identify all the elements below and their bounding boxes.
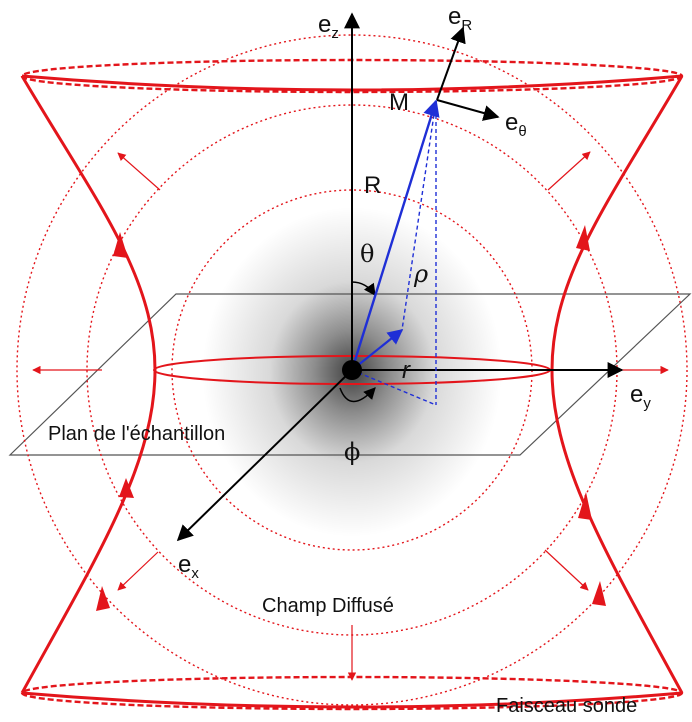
beam-left-edge (20, 75, 157, 694)
label-etheta: eθ (505, 109, 527, 140)
beam-arrow-left-upper (113, 232, 128, 258)
scatter-arrow-lower-left (117, 551, 159, 591)
beam-arrow-right-upper (576, 225, 590, 251)
sample-origin-dot (342, 360, 362, 380)
beam-arrow-right-bottom (592, 581, 606, 606)
label-scattered-field: Champ Diffusé (262, 595, 394, 617)
scatter-arrow-upper-right (547, 151, 591, 191)
label-probe-beam: Faisceau sonde (496, 695, 637, 717)
beam-arrow-right-lower (578, 492, 592, 520)
axis-etheta (436, 99, 500, 121)
label-ey: ey (630, 381, 651, 412)
beam-bottom-solid-front (21, 691, 683, 709)
label-M: M (389, 89, 409, 116)
label-rho: ρ (413, 260, 428, 288)
axis-ex (176, 369, 353, 542)
label-R: R (364, 172, 381, 199)
scatter-arrow-lower-right (544, 549, 589, 591)
projection-rho-line (401, 100, 437, 331)
vector-R (350, 99, 440, 371)
vector-r (351, 329, 404, 371)
sample-plane (8, 293, 692, 456)
label-ez: ez (318, 11, 339, 42)
label-theta: θ (360, 240, 374, 268)
position-vectors (350, 99, 440, 406)
coordinate-axes (176, 12, 624, 542)
beam-direction-arrows (96, 225, 606, 611)
phi-arc (339, 387, 376, 403)
label-phi: ϕ (344, 438, 360, 466)
axis-eR (436, 26, 466, 101)
label-sample-plane: Plan de l'échantillon (48, 423, 225, 445)
label-eR: eR (448, 3, 472, 34)
scatter-arrow-upper-left (117, 152, 161, 191)
projection-floor-line (351, 369, 437, 406)
label-r: r (402, 357, 411, 384)
beam-arrow-left-bottom (96, 586, 110, 611)
label-ex: ex (178, 551, 199, 582)
beam-arrow-left-lower (119, 478, 134, 498)
wavefront-circle-outer (16, 34, 688, 706)
theta-arc (351, 281, 376, 296)
